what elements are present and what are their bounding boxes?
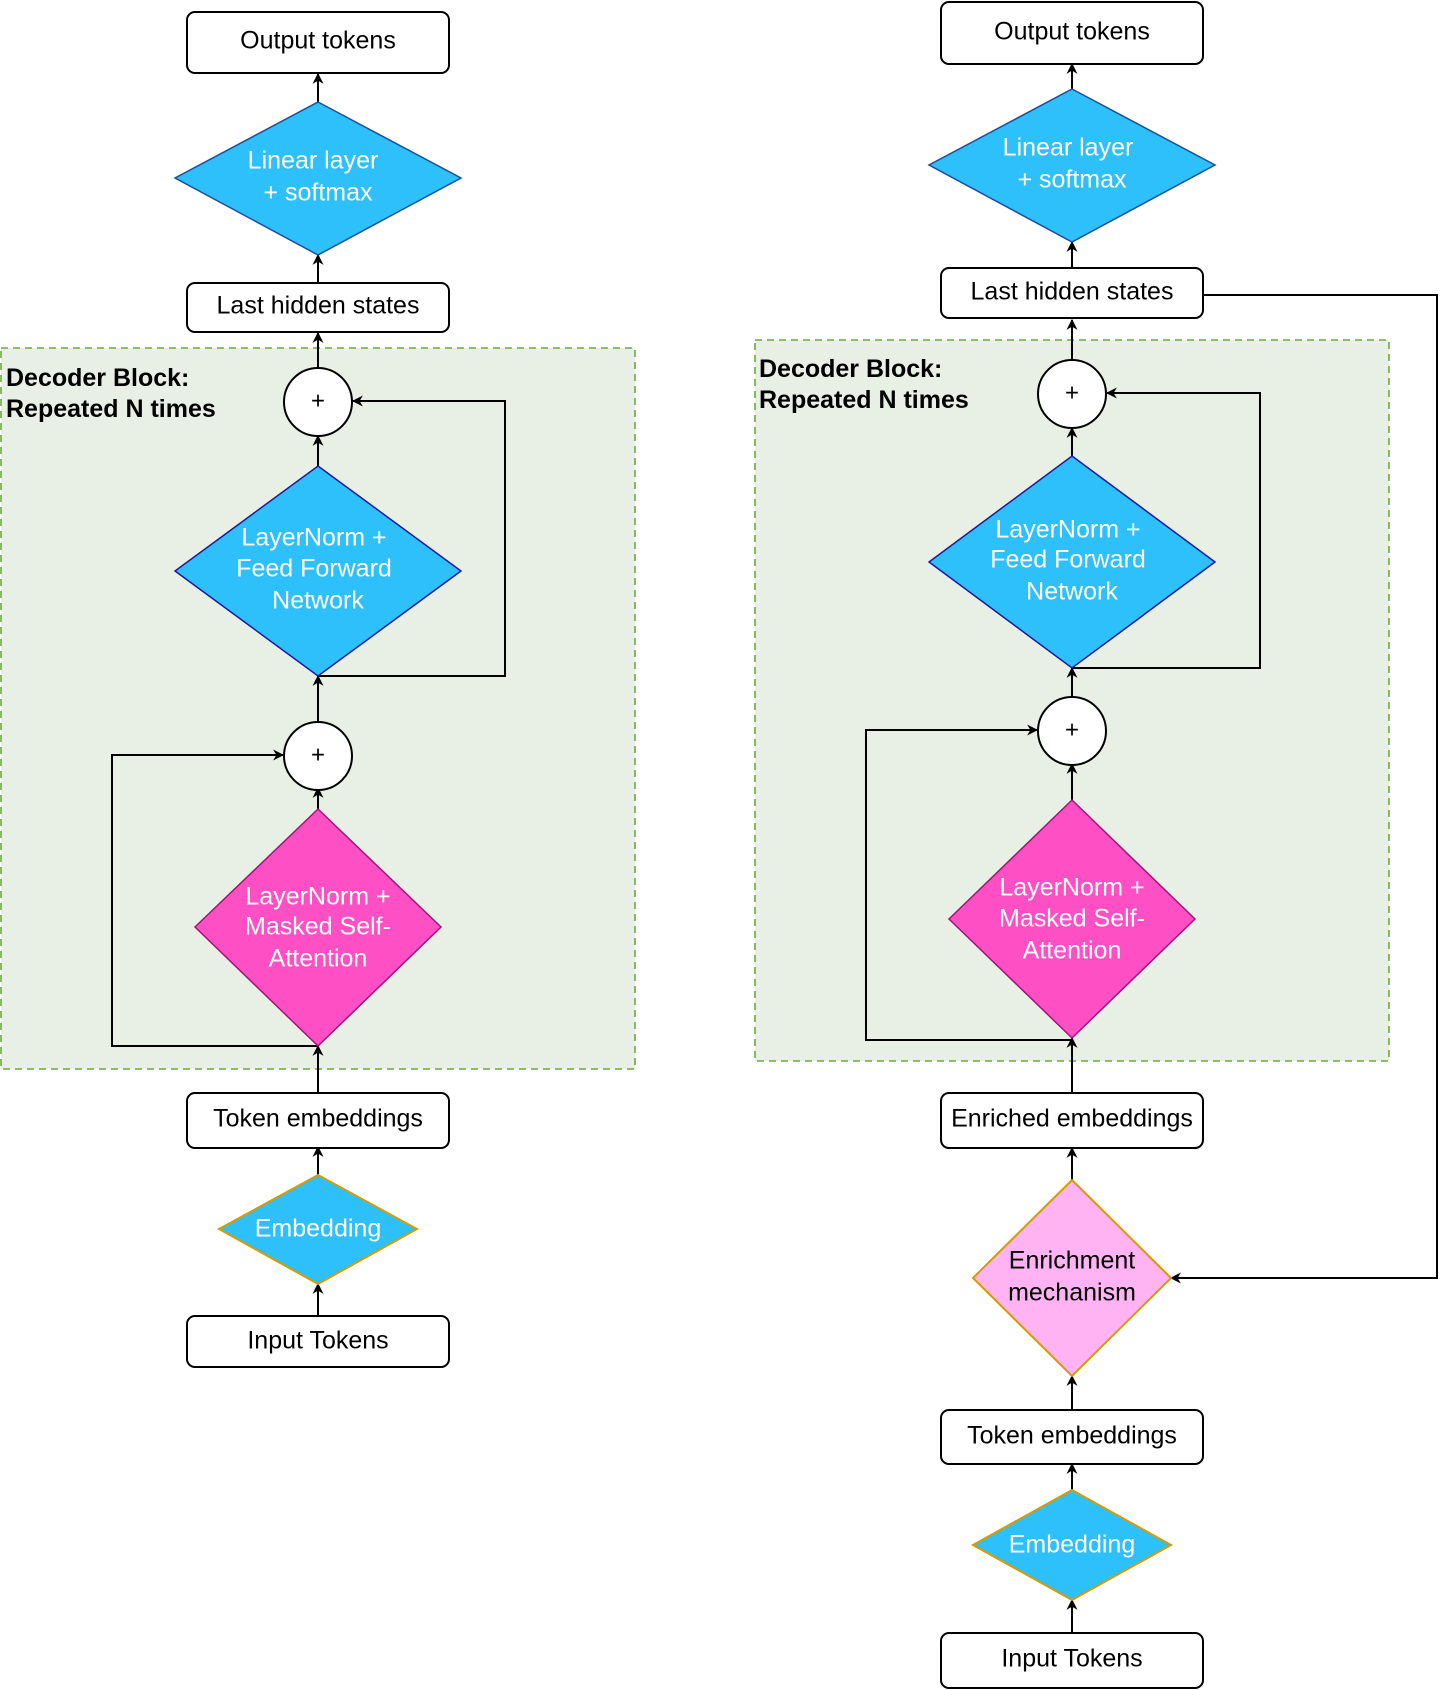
left-input-tokens-label: Input Tokens bbox=[247, 1327, 388, 1355]
right-token-embeddings-box bbox=[940, 1409, 1204, 1465]
left-linear-softmax-label-1: Linear layer bbox=[248, 147, 379, 175]
left-attention-label-1: LayerNorm + bbox=[245, 883, 390, 911]
right-plus-top-label: + bbox=[1065, 379, 1079, 406]
right-plus-bottom-circle bbox=[1037, 696, 1107, 766]
right-attention-label-2: Masked Self- bbox=[999, 905, 1145, 933]
left-ffn-label-1: LayerNorm + bbox=[241, 524, 386, 552]
right-diagram: Decoder Block: Repeated N times Output t… bbox=[754, 1, 1438, 1689]
left-ffn-label-2: Feed Forward bbox=[236, 555, 392, 583]
left-embedding-label: Embedding bbox=[255, 1215, 381, 1243]
right-ffn-label-1: LayerNorm + bbox=[995, 516, 1140, 544]
right-decoder-block-title-line2: Repeated N times bbox=[759, 386, 969, 414]
left-diagram: Decoder Block: Repeated N times Output t… bbox=[0, 11, 636, 1368]
left-decoder-block-title-line1: Decoder Block: bbox=[6, 364, 189, 392]
left-edge-residual-bottom bbox=[111, 749, 318, 1047]
right-ffn-label-3: Network bbox=[1026, 578, 1118, 606]
left-attention-label-3: Attention bbox=[269, 945, 368, 973]
left-plus-bottom-label: + bbox=[311, 741, 325, 768]
right-plus-top-circle bbox=[1037, 359, 1107, 429]
right-edge-hidden-feedback-to-enrichment bbox=[1169, 294, 1438, 1284]
right-output-tokens-label: Output tokens bbox=[994, 18, 1150, 46]
left-edge-residual-top bbox=[318, 395, 506, 677]
right-enrichment-label-1: Enrichment bbox=[1009, 1247, 1135, 1275]
right-input-tokens-box bbox=[940, 1632, 1204, 1689]
right-edge-residual-top bbox=[1072, 387, 1261, 669]
left-output-tokens-box bbox=[186, 11, 450, 74]
left-attention-diamond bbox=[193, 807, 443, 1048]
right-input-tokens-label: Input Tokens bbox=[1001, 1645, 1142, 1673]
left-plus-top-label: + bbox=[311, 387, 325, 414]
right-linear-softmax-diamond bbox=[927, 88, 1217, 243]
right-decoder-block-title-line1: Decoder Block: bbox=[759, 355, 942, 383]
right-embedding-diamond bbox=[970, 1488, 1174, 1602]
right-ffn-diamond bbox=[927, 455, 1217, 669]
left-last-hidden-states-label: Last hidden states bbox=[217, 292, 420, 320]
left-linear-softmax-label-2: + softmax bbox=[263, 179, 373, 207]
right-ffn-label-2: Feed Forward bbox=[990, 546, 1146, 574]
right-linear-softmax-label-1: Linear layer bbox=[1003, 134, 1134, 162]
right-enrichment-diamond bbox=[971, 1178, 1173, 1378]
left-token-embeddings-box bbox=[186, 1092, 450, 1149]
left-last-hidden-states-box bbox=[186, 282, 450, 333]
right-enriched-embeddings-box bbox=[940, 1092, 1204, 1149]
right-plus-bottom-label: + bbox=[1065, 716, 1079, 743]
right-enrichment-label-2: mechanism bbox=[1008, 1279, 1136, 1307]
right-last-hidden-states-label: Last hidden states bbox=[971, 278, 1174, 306]
right-output-tokens-box bbox=[940, 1, 1204, 65]
left-attention-label-2: Masked Self- bbox=[245, 913, 391, 941]
left-decoder-block-title-line2: Repeated N times bbox=[6, 395, 216, 423]
right-last-hidden-states-box bbox=[940, 267, 1204, 319]
right-enriched-embeddings-label: Enriched embeddings bbox=[951, 1105, 1193, 1133]
right-attention-label-3: Attention bbox=[1023, 937, 1122, 965]
right-attention-label-1: LayerNorm + bbox=[999, 874, 1144, 902]
left-input-tokens-box bbox=[186, 1315, 450, 1368]
right-attention-diamond bbox=[947, 798, 1197, 1040]
left-embedding-diamond bbox=[216, 1173, 420, 1286]
right-linear-softmax-label-2: + softmax bbox=[1017, 166, 1127, 194]
left-linear-softmax-diamond bbox=[173, 101, 463, 256]
right-edge-residual-bottom bbox=[865, 724, 1072, 1041]
right-embedding-label: Embedding bbox=[1009, 1531, 1135, 1559]
left-ffn-diamond bbox=[173, 465, 463, 677]
left-plus-bottom-circle bbox=[283, 721, 353, 791]
left-output-tokens-label: Output tokens bbox=[240, 27, 396, 55]
right-token-embeddings-label: Token embeddings bbox=[967, 1422, 1177, 1450]
left-plus-top-circle bbox=[283, 367, 353, 437]
left-token-embeddings-label: Token embeddings bbox=[213, 1105, 423, 1133]
left-ffn-label-3: Network bbox=[272, 587, 364, 615]
